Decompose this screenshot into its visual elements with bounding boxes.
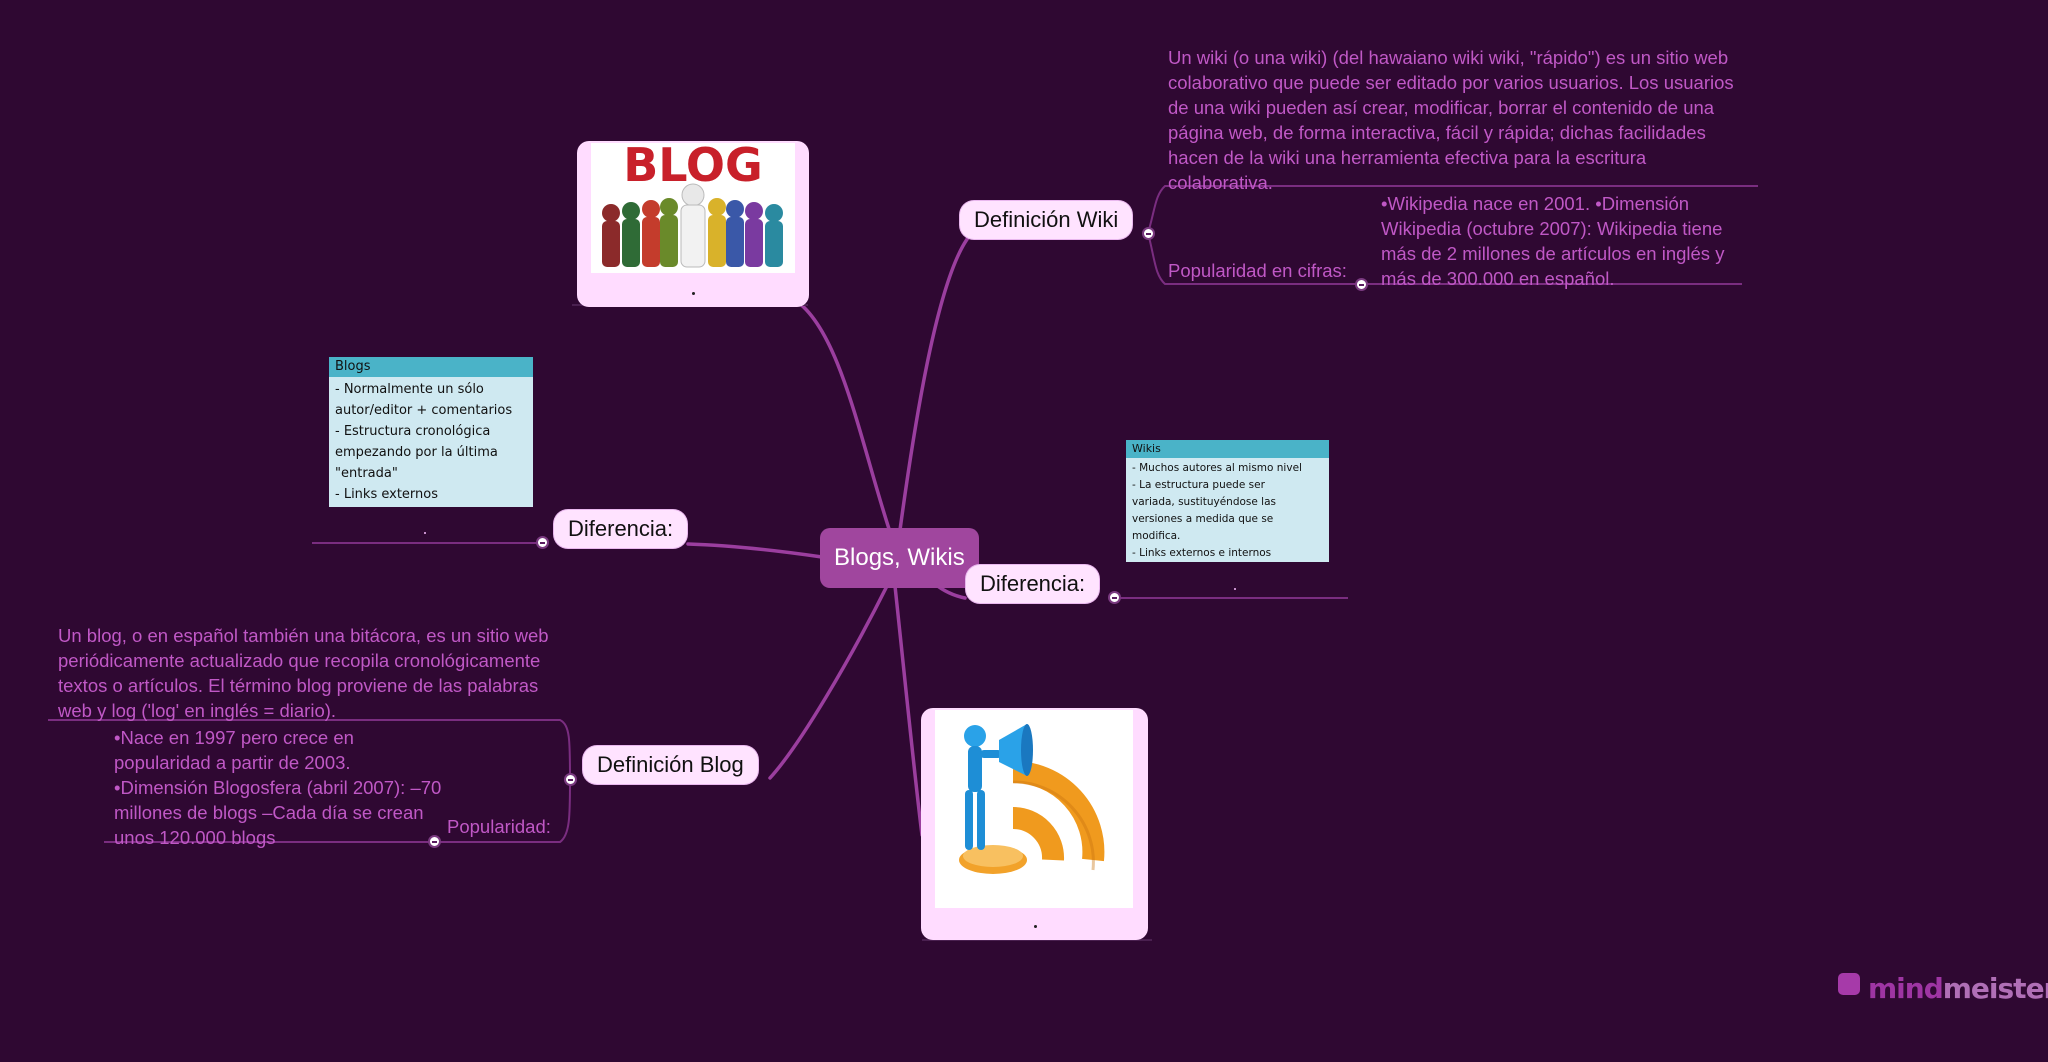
link-central-blog-image — [793, 298, 892, 534]
link-central-def-wiki — [898, 228, 977, 532]
link-central-def-blog — [768, 582, 890, 780]
sticky-blogs-title: Blogs — [329, 357, 533, 377]
node-definicion-wiki[interactable]: Definición Wiki — [960, 201, 1133, 239]
rss-image-card[interactable] — [921, 708, 1148, 940]
sticky-wikis-line: - Muchos autores al mismo nivel — [1132, 462, 1302, 474]
sticky-wikis-body: - Muchos autores al mismo nivel - La est… — [1126, 458, 1329, 564]
sticky-wikis-line: versiones a medida que se — [1132, 513, 1274, 525]
sticky-wikis-caption-dot — [1234, 588, 1236, 590]
rss-megaphone-illustration — [959, 724, 1105, 874]
blog-people-illustration: BLOG — [602, 143, 783, 268]
wiki-popularity-label: Popularidad en cifras: — [1168, 260, 1347, 281]
sticky-blogs-line: "entrada" — [335, 466, 398, 481]
mindmeister-logo-icon — [1838, 973, 1860, 995]
collapse-def-blog-button[interactable] — [564, 773, 577, 786]
node-diferencia-blog-label: Diferencia: — [568, 516, 674, 541]
collapse-diff-blog-button[interactable] — [536, 536, 549, 549]
brand-part-meister: meister — [1942, 972, 2048, 1005]
sticky-note-blogs[interactable]: Blogs - Normalmente un sólo autor/editor… — [329, 357, 533, 507]
central-node-label: Blogs, Wikis — [834, 544, 965, 571]
node-diferencia-blog[interactable]: Diferencia: — [554, 510, 688, 548]
link-central-rss-image — [893, 584, 924, 837]
blog-definition-note: Un blog, o en español también una bitáco… — [58, 625, 549, 721]
node-definicion-blog-label: Definición Blog — [597, 752, 744, 777]
sticky-wikis-title: Wikis — [1126, 440, 1329, 458]
collapse-blog-popularity-button[interactable] — [428, 835, 441, 848]
collapse-wiki-popularity-button[interactable] — [1355, 278, 1368, 291]
sticky-note-wikis[interactable]: Wikis - Muchos autores al mismo nivel - … — [1126, 440, 1329, 562]
sticky-blogs-line: empezando por la última — [335, 445, 498, 460]
blog-image-caption-dot — [692, 292, 695, 295]
wiki-definition-note: Un wiki (o una wiki) (del hawaiano wiki … — [1168, 47, 1734, 193]
sticky-wikis-line: modifica. — [1132, 530, 1181, 542]
sticky-wikis-line: variada, sustituyéndose las — [1132, 496, 1277, 508]
node-diferencia-wiki[interactable]: Diferencia: — [966, 565, 1100, 603]
sticky-wikis-line: - La estructura puede ser — [1132, 479, 1265, 491]
mindmeister-logo[interactable]: mindmeister — [1868, 972, 2048, 1005]
blog-popularity-note: •Nace en 1997 pero crece en popularidad … — [114, 727, 442, 848]
node-definicion-wiki-label: Definición Wiki — [974, 207, 1119, 232]
central-node[interactable]: Blogs, Wikis — [820, 528, 979, 588]
link-central-diff-blog — [686, 542, 824, 559]
rss-image-caption-dot — [1034, 925, 1037, 928]
brand-part-mind: mind — [1868, 972, 1944, 1005]
node-diferencia-wiki-label: Diferencia: — [980, 571, 1086, 596]
sticky-wikis-line: - Links externos e internos — [1132, 547, 1272, 559]
blog-image: BLOG — [591, 143, 795, 273]
collapse-def-wiki-button[interactable] — [1142, 227, 1155, 240]
blog-image-card[interactable]: BLOG — [577, 141, 809, 307]
sticky-blogs-line: autor/editor + comentarios — [335, 403, 513, 418]
sticky-blogs-line: - Normalmente un sólo — [335, 382, 484, 397]
node-definicion-blog[interactable]: Definición Blog — [583, 746, 758, 784]
sticky-blogs-caption-dot — [424, 532, 426, 534]
sticky-blogs-line: - Estructura cronológica — [335, 424, 491, 439]
wiki-popularity-note: •Wikipedia nace en 2001. •Dimensión Wiki… — [1381, 193, 1725, 289]
collapse-diff-wiki-button[interactable] — [1108, 591, 1121, 604]
sticky-blogs-line: - Links externos — [335, 487, 438, 502]
sticky-blogs-body: - Normalmente un sólo autor/editor + com… — [329, 377, 533, 507]
rss-image — [935, 710, 1133, 908]
blog-popularity-label: Popularidad: — [447, 816, 551, 837]
